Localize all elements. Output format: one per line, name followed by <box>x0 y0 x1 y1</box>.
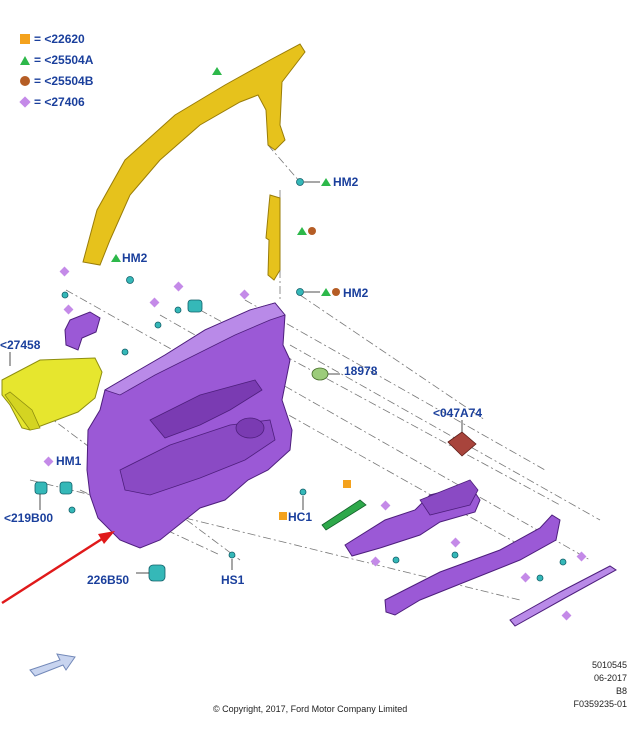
legend-square-icon <box>20 34 30 44</box>
label-18978: 18978 <box>344 364 378 378</box>
label-226b50: 226B50 <box>87 573 130 587</box>
trim-bracket <box>64 311 101 351</box>
ref-date: 06-2017 <box>593 673 627 683</box>
legend-text: = <25504A <box>34 53 94 67</box>
window-frame-moulding <box>82 43 306 266</box>
label-27458: <27458 <box>0 338 41 352</box>
label-047a74: <047A74 <box>433 406 483 420</box>
label-hc1: HC1 <box>288 510 313 524</box>
b-pillar-trim <box>265 194 281 281</box>
legend-text: = <22620 <box>34 32 85 46</box>
label-219b00: <219B00 <box>4 511 54 525</box>
legend-text: = <27406 <box>34 95 85 109</box>
diamond-markers <box>43 266 587 621</box>
orientation-arrow-icon <box>29 653 76 677</box>
armrest-pad-bracket <box>4 391 41 431</box>
label-hm2-bottom: HM2 <box>343 286 369 300</box>
lower-trim-strip <box>509 565 617 627</box>
legend-diamond-icon <box>19 96 31 108</box>
legend-row-triangle: = <25504A <box>20 52 93 68</box>
armrest-lower-piece <box>384 514 561 616</box>
armrest-pad <box>1 357 103 431</box>
seal-strip <box>321 499 367 531</box>
ref-figure-id: F0359235-01 <box>573 699 627 709</box>
ref-number: 5010545 <box>591 660 627 670</box>
drawing-reference: 5010545 06-2017 B8 F0359235-01 <box>573 659 627 711</box>
speaker-grille <box>235 417 265 439</box>
emblem-badge <box>447 431 477 457</box>
door-trim-pocket <box>119 419 276 496</box>
label-hs1: HS1 <box>221 573 245 587</box>
door-trim-handle-recess <box>149 379 263 439</box>
legend-triangle-icon <box>20 55 30 65</box>
fastener-clips <box>34 178 567 582</box>
label-leaders <box>9 181 463 574</box>
retainer-clip-18978 <box>311 367 329 381</box>
red-pointer-arrow <box>1 531 115 605</box>
copyright-notice: © Copyright, 2017, Ford Motor Company Li… <box>213 704 408 714</box>
armrest-bracket <box>419 479 479 516</box>
label-hm1: HM1 <box>56 454 82 468</box>
door-trim-upper-edge <box>104 302 286 396</box>
ref-code: B8 <box>615 686 627 696</box>
legend-text: = <25504B <box>34 74 94 88</box>
legend-row-diamond: = <27406 <box>19 94 85 110</box>
legend-circle-icon <box>20 76 30 86</box>
label-hm2-top: HM2 <box>333 175 359 189</box>
legend-row-circle: = <25504B <box>20 73 93 89</box>
label-hm2-left: HM2 <box>122 251 148 265</box>
callout-symbols <box>111 67 351 520</box>
legend-row-square: = <22620 <box>20 31 85 47</box>
